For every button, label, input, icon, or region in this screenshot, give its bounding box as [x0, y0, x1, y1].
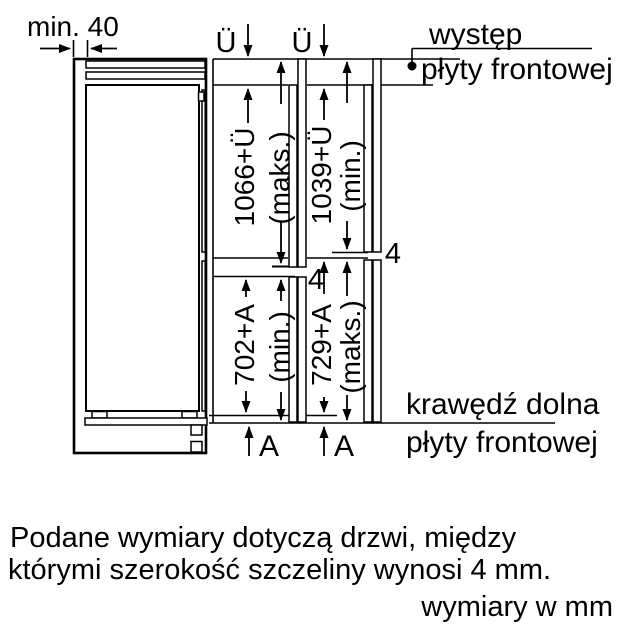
dim-label-upper-left-value: 1066+Ü: [229, 128, 260, 227]
reference-lines: [209, 58, 555, 424]
front-panel-bar-lower-right: [372, 259, 382, 423]
dimension-lower-right: 729+A (maks.): [306, 261, 366, 421]
dim-label-lower-left-value: 702+A: [229, 304, 260, 386]
dimension-upper-left: 1066+Ü (maks.): [229, 61, 295, 264]
appliance-door-area: [85, 84, 200, 412]
panel-column-right: [363, 58, 382, 423]
door-foot-right: [181, 410, 198, 419]
note-line-2: którymi szerokość szczeliny wynosi 4 mm.: [8, 554, 551, 586]
appliance-door-bar-lower-right: [363, 259, 373, 423]
dim-label-upper-left-qual: (maks.): [264, 131, 295, 224]
bottom-edge-callout-line2: płyty frontowej: [406, 426, 598, 459]
gap-label-left: 4: [308, 264, 324, 296]
dim-label-upper-right-qual: (min.): [335, 140, 366, 212]
u-label-right: Ü: [292, 27, 313, 59]
front-panel-bar-upper-left: [297, 58, 307, 268]
a-offset-right: A: [319, 426, 354, 463]
door-edge-line-upper: [201, 89, 206, 253]
dim-label-lower-right-qual: (maks.): [335, 300, 366, 393]
a-offset-left: A: [244, 426, 279, 463]
callout-bottom-edge: krawędź dolna płyty frontowej: [406, 388, 600, 459]
cabinet-top-strip-1: [85, 60, 206, 69]
min-40-dimension: min. 40: [27, 11, 119, 57]
overhang-leader-dot: [407, 61, 417, 71]
a-label-right: A: [334, 430, 354, 463]
dim-label-upper-right-value: 1039+Ü: [306, 126, 337, 225]
dimension-lower-left: 702+A (min.): [229, 279, 295, 421]
cabinet-bottom-strip: [84, 417, 208, 426]
units-note: wymiary w mm: [420, 591, 613, 623]
u-label-left: Ü: [216, 27, 237, 59]
door-edge-line-lower: [201, 260, 206, 412]
callout-front-panel-overhang: występ płyty frontowej: [407, 18, 613, 86]
footer-notes: Podane wymiary dotyczą drzwi, między któ…: [8, 522, 613, 623]
panel-column-left: [288, 58, 307, 423]
bottom-bracket-1: [190, 424, 203, 436]
min-40-label: min. 40: [27, 11, 119, 42]
door-foot-left: [91, 410, 108, 419]
dim-label-lower-right-value: 729+A: [306, 304, 337, 386]
overhang-callout-line2: płyty frontowej: [421, 53, 613, 86]
dimension-upper-right: 1039+Ü (min.): [306, 61, 366, 250]
note-line-1: Podane wymiary dotyczą drzwi, między: [10, 522, 517, 554]
overhang-callout-line1: występ: [428, 18, 522, 51]
gap-label-right: 4: [385, 238, 401, 270]
front-panel-bar-upper-right: [372, 58, 382, 253]
bottom-edge-callout-line1: krawędź dolna: [406, 388, 600, 421]
dim-label-lower-left-qual: (min.): [264, 311, 295, 383]
appliance-door-bar-upper-right: [363, 84, 373, 253]
u-overhang-markers: Ü Ü: [216, 24, 329, 59]
cabinet: [72, 57, 208, 455]
bottom-bracket-2: [190, 440, 203, 453]
front-panel-bar-lower-left: [297, 276, 307, 423]
appliance-door-bar-lower-left: [288, 276, 298, 423]
appliance-door-bar-upper-left: [288, 84, 298, 268]
cabinet-top-strip-2: [85, 71, 206, 80]
door-hinge-top: [197, 91, 205, 102]
a-label-left: A: [259, 430, 279, 463]
